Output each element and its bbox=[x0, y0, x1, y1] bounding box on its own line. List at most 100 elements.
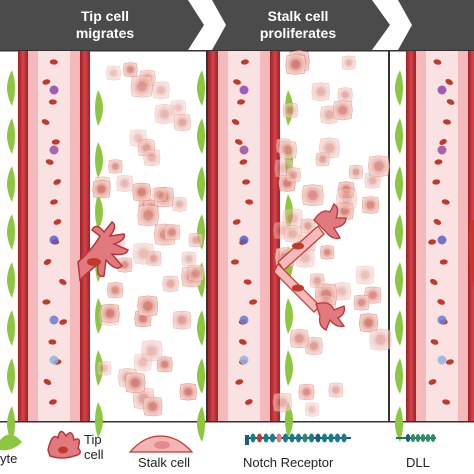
tumor-cell-nucleus bbox=[156, 191, 163, 198]
tumor-cell-nucleus bbox=[136, 81, 147, 92]
stalk-cell-nucleus bbox=[292, 242, 304, 250]
tumor-cell-nucleus bbox=[277, 398, 287, 407]
tumor-cell-nucleus bbox=[176, 200, 183, 208]
tumor-cell-body bbox=[162, 275, 179, 293]
red-blood-cell bbox=[432, 179, 441, 185]
dll-domain bbox=[430, 434, 436, 442]
tumor-cell-nucleus bbox=[309, 341, 318, 351]
tumor-cell bbox=[285, 54, 306, 75]
panel-divider bbox=[206, 50, 208, 422]
tumor-cell-nucleus bbox=[324, 143, 335, 153]
tumor-cell-nucleus bbox=[138, 248, 149, 259]
pericyte-cell bbox=[7, 358, 15, 394]
tumor-cell bbox=[289, 329, 309, 349]
tumor-cell bbox=[311, 82, 331, 102]
tumor-cell-body bbox=[369, 328, 392, 351]
tumor-cell-nucleus bbox=[364, 318, 373, 328]
panel-border bbox=[0, 50, 474, 52]
white-blood-cell bbox=[437, 355, 447, 365]
dll-domain bbox=[420, 434, 426, 442]
tumor-cell-body bbox=[129, 129, 147, 147]
tumor-cell bbox=[122, 62, 138, 78]
tumor-cell bbox=[164, 224, 181, 241]
tumor-cell-body bbox=[278, 140, 298, 160]
vessel-wall bbox=[406, 51, 416, 421]
tumor-cell-nucleus bbox=[159, 109, 170, 119]
step-1-line-2: migrates bbox=[75, 25, 135, 41]
notch-receptor-domain bbox=[276, 433, 282, 443]
notch-receptor-domain bbox=[315, 433, 321, 443]
pericyte-cell bbox=[395, 310, 403, 346]
tumor-cell-nucleus bbox=[142, 301, 153, 311]
tumor-cell-nucleus bbox=[185, 255, 193, 263]
tumor-cell bbox=[278, 140, 298, 160]
red-blood-cell bbox=[446, 99, 455, 105]
tumor-cell-body bbox=[173, 113, 191, 132]
tumor-cell-nucleus bbox=[332, 386, 340, 394]
tumor-cell bbox=[348, 164, 364, 180]
tumor-cell-nucleus bbox=[323, 249, 331, 256]
red-blood-cell bbox=[42, 299, 51, 305]
tumor-cell-nucleus bbox=[97, 185, 106, 194]
pericyte-cell bbox=[7, 118, 15, 154]
endothelium bbox=[458, 51, 468, 421]
tumor-cell-body bbox=[151, 186, 167, 203]
notch-receptor-domain bbox=[302, 433, 308, 443]
tumor-cell bbox=[272, 392, 293, 413]
tumor-cell bbox=[337, 87, 353, 103]
red-blood-cell bbox=[48, 339, 57, 345]
red-blood-cell bbox=[428, 379, 437, 385]
tumor-cell bbox=[282, 208, 303, 230]
tumor-cell-nucleus bbox=[111, 286, 119, 294]
red-blood-cell bbox=[45, 159, 54, 165]
white-blood-cell bbox=[49, 355, 59, 365]
notch-receptor-domain bbox=[321, 433, 328, 443]
vessel-wall bbox=[468, 220, 474, 290]
tumor-cell bbox=[319, 245, 335, 260]
tumor-cell bbox=[154, 103, 175, 124]
tumor-cell bbox=[106, 65, 122, 81]
vessel-wall bbox=[18, 51, 28, 421]
red-blood-cell bbox=[240, 59, 249, 65]
tumor-cell bbox=[355, 265, 375, 285]
step-label-stalk-cell: Stalk cell proliferates bbox=[228, 8, 368, 42]
tumor-cell-nucleus bbox=[139, 314, 147, 323]
tumor-cell-body bbox=[282, 102, 299, 119]
tumor-cell-nucleus bbox=[177, 315, 187, 325]
legend-dll-label: DLL bbox=[406, 455, 430, 470]
tumor-cell-nucleus bbox=[161, 360, 169, 369]
pericyte-cell bbox=[95, 402, 103, 438]
tumor-cell bbox=[156, 356, 173, 373]
tumor-cell-body bbox=[154, 103, 175, 124]
tumor-cell-body bbox=[133, 353, 152, 372]
red-blood-cell bbox=[245, 199, 254, 205]
pericyte-cell bbox=[95, 142, 103, 178]
red-blood-cell bbox=[232, 219, 241, 225]
tumor-cell-nucleus bbox=[184, 387, 193, 396]
notch-receptor-domain bbox=[295, 433, 302, 443]
tumor-cell-nucleus bbox=[308, 406, 316, 413]
white-blood-cell bbox=[239, 145, 249, 155]
pericyte-cell bbox=[7, 166, 15, 202]
tumor-cell bbox=[130, 75, 154, 98]
panel-border bbox=[0, 421, 474, 423]
pericyte-cell bbox=[395, 166, 403, 202]
white-blood-cell bbox=[49, 315, 59, 325]
tumor-cell-nucleus bbox=[366, 200, 375, 209]
tumor-cell bbox=[181, 251, 197, 267]
red-blood-cell bbox=[51, 139, 60, 145]
dll-domain bbox=[415, 434, 421, 442]
red-blood-cell bbox=[49, 59, 58, 65]
vessel bbox=[7, 51, 103, 442]
tumor-cell-nucleus bbox=[316, 87, 326, 96]
tumor-cell bbox=[332, 282, 352, 301]
tumor-cell bbox=[315, 152, 330, 167]
tumor-cell-body bbox=[304, 402, 320, 417]
tumor-cell-nucleus bbox=[127, 66, 134, 73]
red-blood-cell bbox=[59, 319, 67, 325]
notch-receptor-icon bbox=[245, 433, 351, 445]
tumor-cell bbox=[353, 294, 370, 311]
tumor-cell bbox=[283, 224, 302, 243]
red-blood-cell bbox=[43, 259, 52, 265]
tumor-cell-nucleus bbox=[287, 213, 298, 224]
